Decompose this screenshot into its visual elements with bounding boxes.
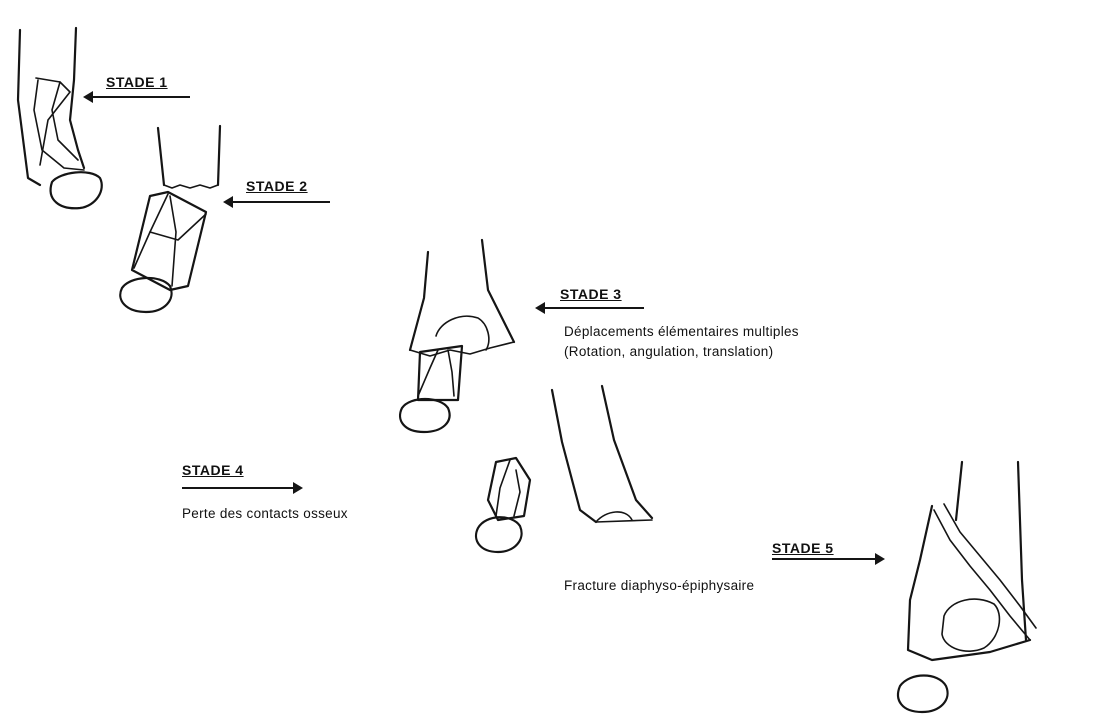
stage-5-label: STADE 5 bbox=[772, 540, 834, 556]
stage-2-arrow bbox=[232, 201, 330, 203]
stage-5-caption: Fracture diaphyso-épiphysaire bbox=[564, 578, 754, 593]
stage-3-label: STADE 3 bbox=[560, 286, 622, 302]
stage-3-arrow bbox=[544, 307, 644, 309]
stage-1-bone-drawing bbox=[18, 28, 102, 208]
stage-3-bone-drawing bbox=[400, 240, 514, 432]
stage-4-bone-drawing bbox=[476, 386, 652, 552]
stage-4-caption: Perte des contacts osseux bbox=[182, 506, 348, 521]
stage-5-arrow bbox=[772, 558, 876, 560]
stage-5-bone-drawing bbox=[898, 462, 1036, 712]
stage-1-arrow bbox=[92, 96, 190, 98]
stage-3-caption-detail: (Rotation, angulation, translation) bbox=[564, 344, 773, 359]
stage-4-arrow bbox=[182, 487, 294, 489]
stage-2-bone-drawing bbox=[120, 126, 220, 312]
stage-4-label: STADE 4 bbox=[182, 462, 244, 478]
stage-3-caption: Déplacements élémentaires multiples bbox=[564, 324, 799, 339]
stage-2-label: STADE 2 bbox=[246, 178, 308, 194]
stage-1-label: STADE 1 bbox=[106, 74, 168, 90]
